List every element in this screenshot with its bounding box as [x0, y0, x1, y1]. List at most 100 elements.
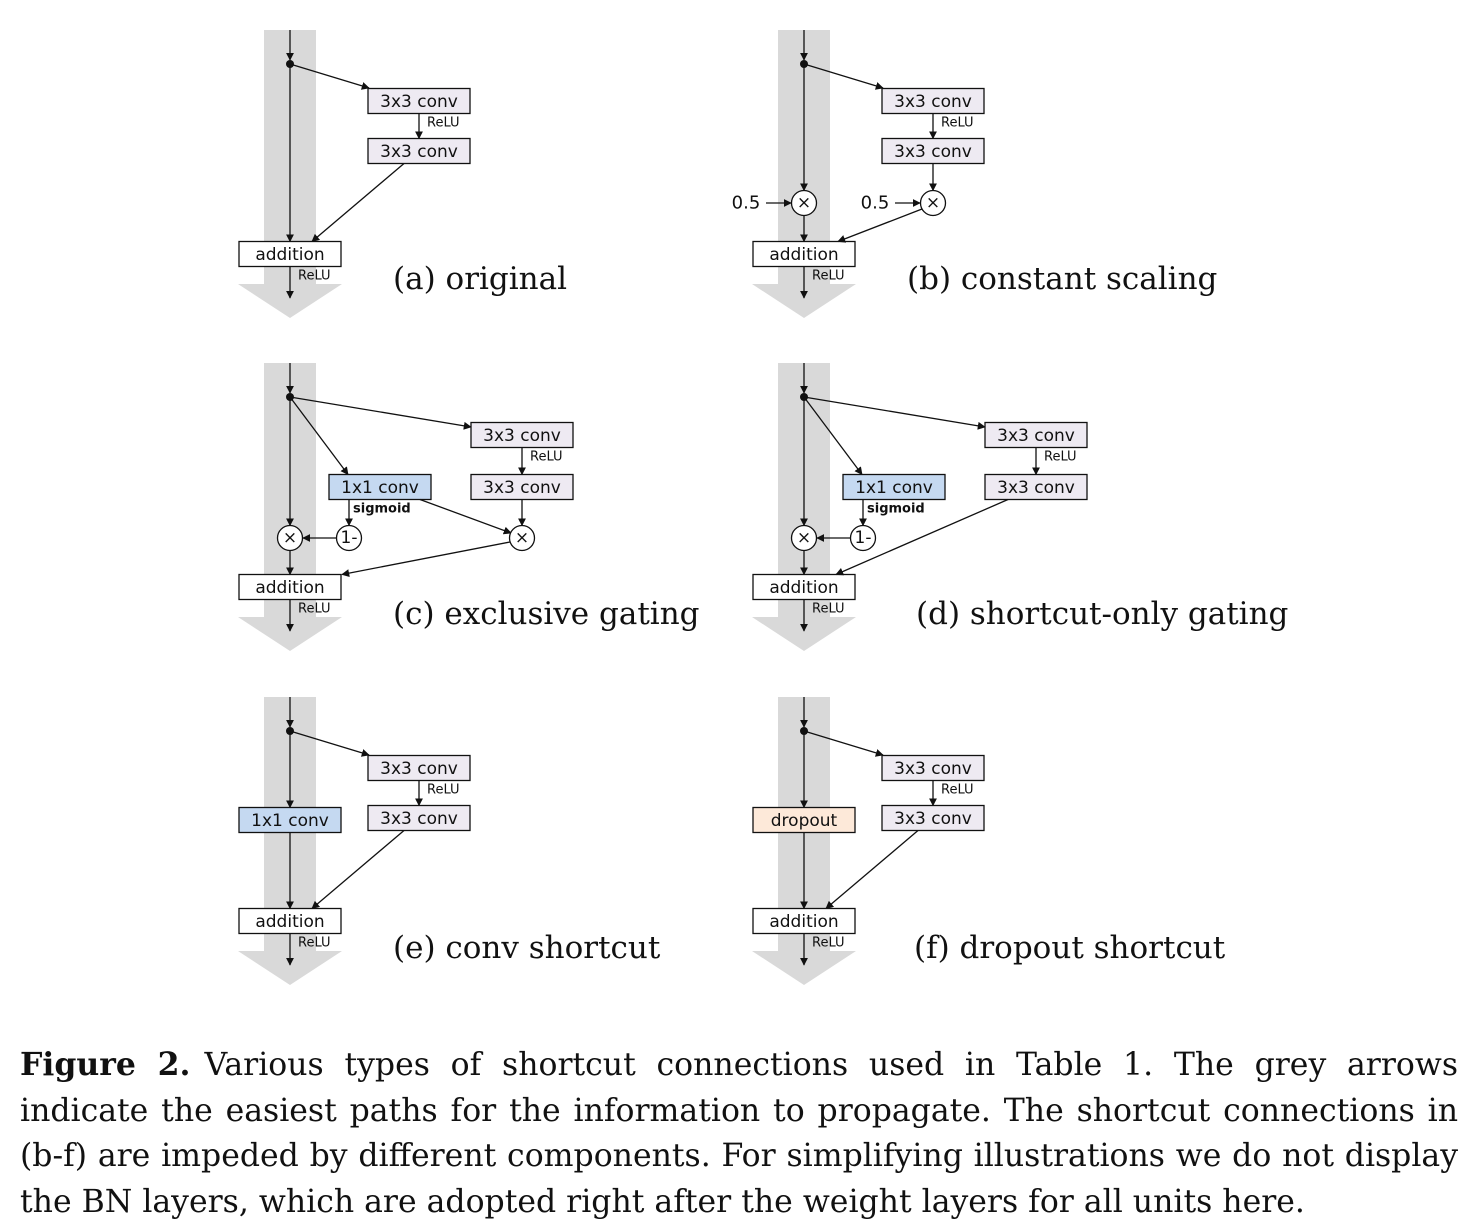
relu-label: ReLU	[812, 936, 845, 951]
conv3x3-box-1-label: 3x3 conv	[380, 759, 458, 779]
sigmoid-label: sigmoid	[867, 502, 925, 517]
addition-box-rect	[238, 573, 342, 601]
conv3x3-box-2-rect	[367, 804, 471, 832]
multiply-node-shortcut-symbol: ×	[797, 528, 811, 548]
dropout-shortcut-box: dropout	[752, 806, 856, 834]
relu-label: ReLU	[530, 450, 563, 465]
relu-label: ReLU	[298, 602, 331, 617]
multiply-node-residual: ×	[919, 189, 947, 217]
addition-box: addition	[752, 240, 856, 268]
sigmoid-label: sigmoid	[353, 502, 411, 517]
addition-box: addition	[752, 573, 856, 601]
multiply-node-residual-circle	[508, 524, 536, 552]
multiply-node-residual: ×	[508, 524, 536, 552]
multiply-node-residual-symbol: ×	[515, 528, 529, 548]
gate-branch-arrow	[803, 396, 863, 476]
residual-branch-arrow	[803, 396, 986, 430]
conv1x1-gate-box: 1x1 conv	[328, 473, 432, 501]
conv3x3-box-2-label: 3x3 conv	[997, 478, 1075, 498]
residual-merge-arrow	[311, 163, 405, 243]
conv3x3-box-2: 3x3 conv	[881, 804, 985, 832]
conv3x3-box-2: 3x3 conv	[984, 473, 1088, 501]
conv3x3-box-2: 3x3 conv	[367, 804, 471, 832]
multiply-node-shortcut: ×	[790, 189, 818, 217]
one-minus-node: 1-	[849, 524, 877, 552]
conv3x3-box-2: 3x3 conv	[881, 137, 985, 165]
panel-caption-a: (a) original	[393, 261, 567, 297]
residual-merge-arrow	[837, 208, 923, 243]
conv1x1-gate-box-rect	[328, 473, 432, 501]
figure-label: Figure 2.	[20, 1046, 191, 1083]
conv1x1-shortcut-box-label: 1x1 conv	[251, 811, 329, 831]
conv3x3-box-1-label: 3x3 conv	[483, 426, 561, 446]
panel-caption-d: (d) shortcut-only gating	[916, 596, 1288, 632]
residual-branch-arrow	[289, 396, 472, 430]
figure-caption: Figure 2.Various types of shortcut conne…	[20, 1042, 1458, 1225]
relu-label: ReLU	[812, 269, 845, 284]
dropout-shortcut-box-label: dropout	[771, 811, 838, 831]
residual-branch-arrow	[803, 730, 884, 757]
conv3x3-box-1: 3x3 conv	[367, 754, 471, 782]
conv1x1-gate-box-rect	[842, 473, 946, 501]
addition-box-rect	[752, 573, 856, 601]
multiply-node-shortcut: ×	[276, 524, 304, 552]
one-minus-node-symbol: 1-	[855, 528, 872, 548]
relu-label: ReLU	[298, 269, 331, 284]
conv3x3-box-1-rect	[470, 421, 574, 449]
multiply-node-shortcut: ×	[790, 524, 818, 552]
one-minus-node: 1-	[335, 524, 363, 552]
addition-box-rect	[238, 240, 342, 268]
residual-merge-arrow	[341, 541, 511, 578]
addition-box-label: addition	[769, 912, 838, 932]
conv3x3-box-2-rect	[881, 804, 985, 832]
relu-label: ReLU	[427, 783, 460, 798]
conv3x3-box-2-label: 3x3 conv	[483, 478, 561, 498]
multiply-node-residual-symbol: ×	[926, 193, 940, 213]
conv3x3-box-2-label: 3x3 conv	[894, 142, 972, 162]
conv3x3-box-2-label: 3x3 conv	[380, 142, 458, 162]
addition-box-label: addition	[255, 912, 324, 932]
scale-constant-residual: 0.5	[861, 193, 890, 214]
relu-label: ReLU	[427, 116, 460, 131]
conv3x3-box-1: 3x3 conv	[881, 754, 985, 782]
conv1x1-gate-box-label: 1x1 conv	[341, 478, 419, 498]
panel-caption-e: (e) conv shortcut	[393, 930, 661, 966]
conv3x3-box-2-rect	[470, 473, 574, 501]
gate-to-residual-arrow	[419, 498, 512, 535]
conv3x3-box-1-label: 3x3 conv	[380, 92, 458, 112]
residual-merge-arrow	[311, 830, 405, 910]
relu-label: ReLU	[812, 602, 845, 617]
conv3x3-box-1-label: 3x3 conv	[894, 759, 972, 779]
conv1x1-gate-box-label: 1x1 conv	[855, 478, 933, 498]
addition-box-rect	[752, 907, 856, 935]
conv3x3-box-1: 3x3 conv	[984, 421, 1088, 449]
conv1x1-gate-box: 1x1 conv	[842, 473, 946, 501]
conv3x3-box-1: 3x3 conv	[367, 87, 471, 115]
conv3x3-box-2-label: 3x3 conv	[894, 809, 972, 829]
panel-caption-f: (f) dropout shortcut	[914, 930, 1226, 966]
conv3x3-box-1: 3x3 conv	[881, 87, 985, 115]
conv3x3-box-2-rect	[367, 137, 471, 165]
conv3x3-box-2: 3x3 conv	[470, 473, 574, 501]
addition-box: addition	[238, 240, 342, 268]
conv3x3-box-2-label: 3x3 conv	[380, 809, 458, 829]
residual-branch-arrow	[289, 730, 370, 757]
multiply-node-shortcut-symbol: ×	[283, 528, 297, 548]
relu-label: ReLU	[941, 783, 974, 798]
one-minus-node-symbol: 1-	[341, 528, 358, 548]
residual-branch-arrow	[803, 63, 884, 90]
addition-box-label: addition	[255, 578, 324, 598]
conv3x3-box-2-rect	[881, 137, 985, 165]
conv3x3-box-1-label: 3x3 conv	[894, 92, 972, 112]
panel-caption-c: (c) exclusive gating	[393, 596, 700, 632]
relu-label: ReLU	[298, 936, 331, 951]
relu-label: ReLU	[941, 116, 974, 131]
conv3x3-box-2-rect	[984, 473, 1088, 501]
addition-box-label: addition	[255, 245, 324, 265]
residual-merge-arrow	[825, 830, 919, 910]
